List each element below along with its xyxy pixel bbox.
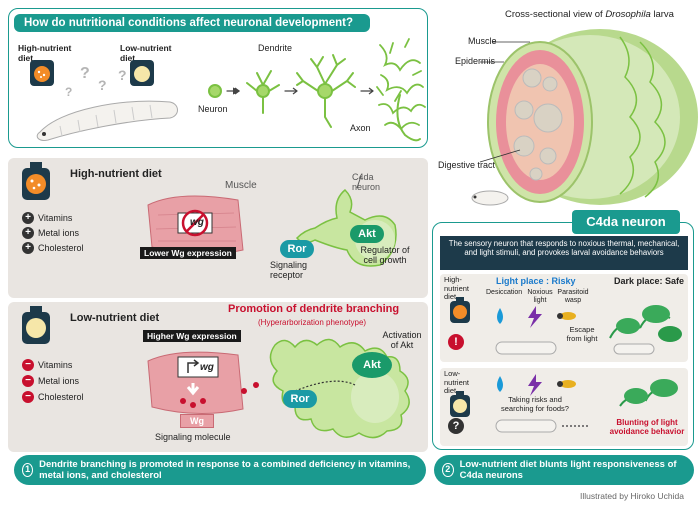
low-nutrient-cholesterol: Cholesterol <box>38 392 84 402</box>
high-nutrient-jar-icon <box>30 60 54 86</box>
desiccation-label: Desiccation <box>486 289 523 296</box>
low-nutrient-metal-ions: Metal ions <box>38 376 80 386</box>
cross-muscle-label: Muscle <box>468 36 497 46</box>
neuron-stage-4-icon <box>376 38 426 142</box>
high-ror-pill: Ror <box>280 240 314 258</box>
high-diet-jar-icon <box>22 162 50 200</box>
high-diet-title: High-nutrient diet <box>70 168 162 180</box>
question-marks: ? ? ? ? <box>65 65 127 99</box>
question-icon: ? <box>448 418 464 434</box>
neuron-label: Neuron <box>198 104 228 114</box>
low-ror-pill: Ror <box>283 390 317 408</box>
droplet-icon <box>497 376 503 392</box>
higher-wg-expression-label: Higher Wg expression <box>143 330 241 342</box>
c4da-low-diet-label: Low-nutrient diet <box>444 369 470 396</box>
low-akt-burst: Akt <box>352 352 392 378</box>
escape-from-light-label: Escape from light <box>566 325 598 343</box>
minus-icon-vitamins: − <box>22 359 34 371</box>
minus-icon-cholesterol: − <box>22 391 34 403</box>
top-title-banner: How do nutritional conditions affect neu… <box>14 14 370 32</box>
high-akt-pill: Akt <box>350 225 384 243</box>
c4da-description-box: The sensory neuron that responds to noxi… <box>440 236 688 270</box>
promotion-title: Promotion of dendrite branching <box>228 303 400 315</box>
low-diet-title: Low-nutrient diet <box>70 312 160 324</box>
top-title: How do nutritional conditions affect neu… <box>24 17 354 29</box>
hyperarborization-label: (Hyperarborization phenotype) <box>258 318 367 327</box>
no-expression-icon <box>181 209 209 237</box>
cross-epidermis-label: Epidermis <box>455 56 496 66</box>
larva-small-icon <box>471 190 509 206</box>
top-diet-illustration: ? ? ? ? <box>30 60 178 141</box>
c4da-low-plant-illustration <box>619 379 678 407</box>
neuron-stage-1-icon <box>208 84 222 98</box>
c4da-low-threats-illustration <box>495 374 590 433</box>
top-low-diet-label: Low-nutrient diet <box>120 43 172 63</box>
high-regulator-label: Regulator of cell growth <box>360 245 410 266</box>
droplet-icon <box>497 308 503 324</box>
high-muscle-label: Muscle <box>225 180 257 191</box>
low-muscle-illustration <box>147 351 259 414</box>
parasitoid-wasp-label: Parasitoid wasp <box>557 289 589 305</box>
larva-icon <box>36 100 178 141</box>
blunting-label: Blunting of light avoidance behavior <box>609 418 685 437</box>
noxious-light-label: Noxious light <box>527 289 553 305</box>
wasp-icon <box>557 380 576 388</box>
high-nutrient-cholesterol: Cholesterol <box>38 243 84 253</box>
lower-wg-expression-label: Lower Wg expression <box>140 247 236 259</box>
axon-label: Axon <box>350 123 371 133</box>
activation-akt-label: Activation of Akt <box>382 330 422 351</box>
high-wg-gene-label: wg <box>190 217 204 228</box>
signaling-molecule-label: Signaling molecule <box>155 432 231 442</box>
top-high-diet-label: High-nutrient diet <box>18 43 72 63</box>
taking-risks-label: Taking risks and searching for foods? <box>501 395 569 413</box>
cross-section-title: Cross-sectional view of Drosophila larva <box>505 9 674 20</box>
svg-text:?: ? <box>98 77 107 93</box>
high-signaling-receptor-label: Signaling receptor <box>270 260 308 281</box>
high-nutrient-metal-ions: Metal ions <box>38 228 80 238</box>
minus-icon-metal-ions: − <box>22 375 34 387</box>
high-nutrient-vitamins: Vitamins <box>38 213 73 223</box>
lightning-icon <box>528 306 542 328</box>
c4da-high-plant-illustration <box>609 305 682 355</box>
high-c4da-label: C4da neuron <box>352 172 381 193</box>
dark-place-label: Dark place: Safe <box>614 276 685 286</box>
low-wg-gene-label: wg <box>200 362 214 373</box>
light-place-label: Light place : Risky <box>496 276 576 286</box>
c4da-high-threats-illustration <box>495 306 576 355</box>
svg-text:?: ? <box>80 65 90 82</box>
plus-icon-metal-ions: + <box>22 227 34 239</box>
c4da-low-jar-icon <box>450 391 470 417</box>
wg-protein-box: Wg <box>180 414 214 428</box>
neuron-development-diagram <box>208 38 426 142</box>
c4da-title-banner: C4da neuron <box>572 210 680 234</box>
footer-caption-2: 2 Low-nutrient diet blunts light respons… <box>434 455 694 485</box>
illustration-credit: Illustrated by Hiroko Uchida <box>580 491 684 501</box>
c4da-high-diet-label: High-nutrient diet <box>444 275 470 302</box>
low-nutrient-vitamins: Vitamins <box>38 360 73 370</box>
svg-text:?: ? <box>118 67 127 83</box>
high-muscle-illustration <box>147 195 244 255</box>
c4da-high-jar-icon <box>450 297 470 323</box>
low-diet-jar-icon <box>22 306 50 344</box>
footer-caption-1: 1 Dendrite branching is promoted in resp… <box>14 455 426 485</box>
larva-cross-section-illustration <box>479 29 698 205</box>
lightning-icon <box>528 374 542 396</box>
dendrite-label: Dendrite <box>258 43 293 53</box>
low-nutrient-jar-icon <box>130 60 154 86</box>
cross-digestive-label: Digestive tract <box>438 160 496 170</box>
neuron-stage-3-icon <box>296 54 356 128</box>
neuron-stage-2-icon <box>246 70 280 114</box>
warning-icon: ! <box>448 334 464 350</box>
svg-text:?: ? <box>65 85 72 99</box>
plus-icon-vitamins: + <box>22 212 34 224</box>
plus-icon-cholesterol: + <box>22 242 34 254</box>
wasp-icon <box>557 312 576 320</box>
